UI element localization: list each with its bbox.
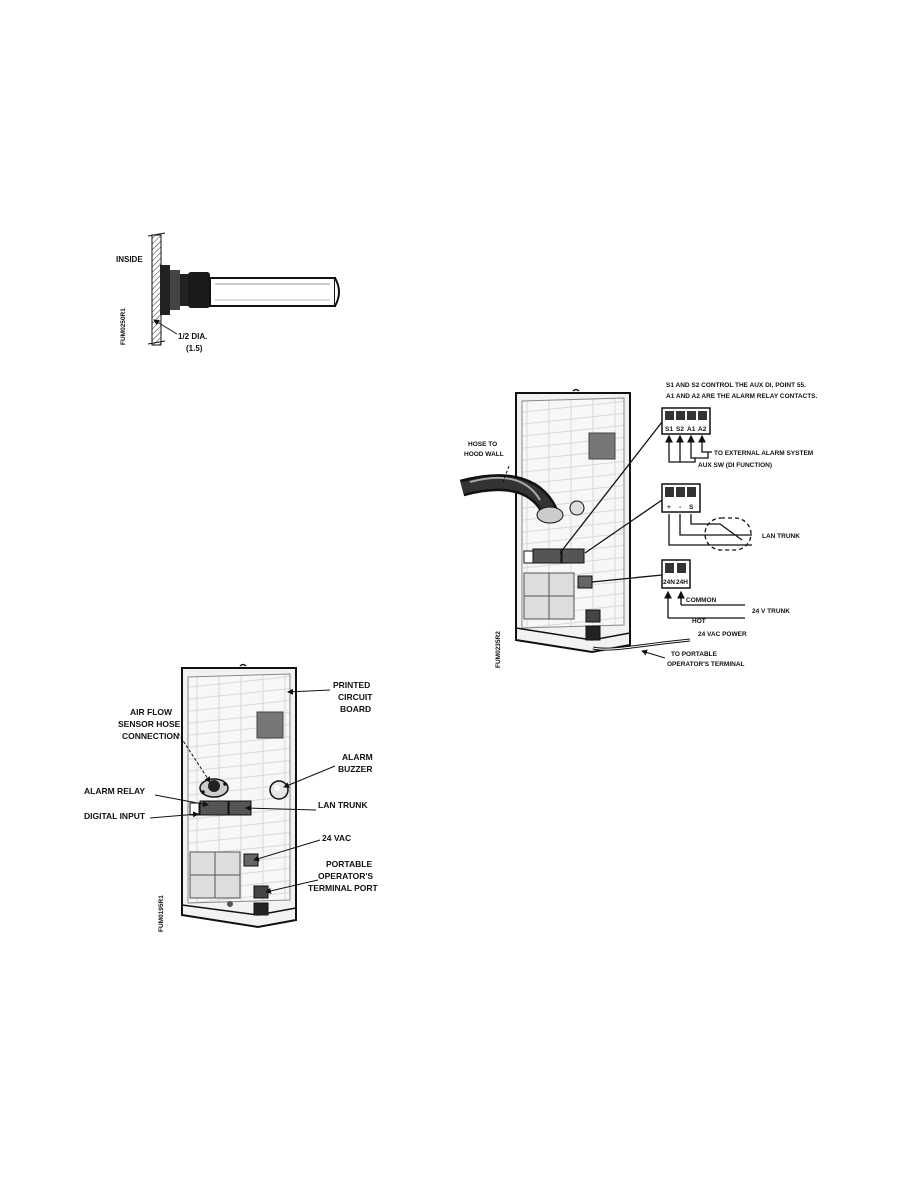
digital-input-label: DIGITAL INPUT bbox=[84, 811, 146, 821]
lan-plus: + bbox=[667, 504, 671, 511]
note-2: A1 AND A2 ARE THE ALARM RELAY CONTACTS. bbox=[666, 393, 818, 400]
hose-coupling bbox=[188, 272, 210, 308]
buzzer-label-1: ALARM bbox=[342, 752, 373, 762]
hose-label-1: HOSE TO bbox=[468, 441, 497, 448]
enclosure-figure: AIR FLOW SENSOR HOSE CONNECTION PRINTED … bbox=[84, 663, 379, 932]
diameter-metric-label: (1.5) bbox=[186, 344, 203, 353]
buzzer-label-2: BUZZER bbox=[338, 764, 372, 774]
common-label: COMMON bbox=[686, 597, 717, 604]
pcb-label-2: CIRCUIT bbox=[338, 692, 373, 702]
pcb-label-3: BOARD bbox=[340, 704, 371, 714]
lan-s: S bbox=[689, 504, 694, 511]
wiring-port bbox=[585, 609, 601, 623]
term-a2: A2 bbox=[698, 426, 707, 433]
term-24n: 24N bbox=[663, 579, 675, 586]
vac-connector bbox=[243, 853, 259, 867]
wiring-pcb-chip bbox=[588, 432, 616, 460]
fig1-code: FUM0250R1 bbox=[120, 308, 127, 345]
port-label-1: PORTABLE bbox=[326, 859, 372, 869]
lan-minus: - bbox=[679, 504, 681, 511]
pot-label-1: TO PORTABLE bbox=[671, 651, 718, 658]
hot-label: HOT bbox=[692, 618, 706, 625]
air-flow-label-3: CONNECTION bbox=[122, 731, 179, 741]
hose-label-2: HOOD WALL bbox=[464, 451, 504, 458]
power-terminal-block: 24N 24H bbox=[661, 559, 691, 589]
trunk-24v-label: 24 V TRUNK bbox=[752, 608, 790, 615]
pcb-chip bbox=[256, 711, 284, 739]
term-s2: S2 bbox=[676, 426, 684, 433]
wiring-buzzer bbox=[569, 500, 585, 516]
lan-trunk-label: LAN TRUNK bbox=[318, 800, 368, 810]
relay-terminal-block: S1 S2 A1 A2 bbox=[661, 407, 711, 435]
lan-trunk-wiring-label: LAN TRUNK bbox=[762, 533, 800, 540]
pcb-label-1: PRINTED bbox=[333, 680, 370, 690]
air-flow-label-2: SENSOR HOSE bbox=[118, 719, 181, 729]
wiring-vac-connector bbox=[577, 575, 593, 589]
term-s1: S1 bbox=[665, 426, 673, 433]
fitting-flange bbox=[160, 265, 170, 315]
operator-terminal-port bbox=[253, 885, 269, 899]
wiring-figure: S1 S2 A1 A2 + - S bbox=[459, 382, 818, 668]
term-24h: 24H bbox=[676, 579, 688, 586]
aux-sw-label: AUX SW (DI FUNCTION) bbox=[698, 462, 772, 469]
note-1: S1 AND S2 CONTROL THE AUX DI, POINT 55. bbox=[666, 382, 806, 389]
wall-section bbox=[151, 234, 162, 346]
fig3-code: FUM0235R2 bbox=[495, 631, 502, 668]
lan-terminal-block: + - S bbox=[661, 483, 701, 513]
ext-alarm-label: TO EXTERNAL ALARM SYSTEM bbox=[714, 450, 813, 457]
alarm-relay-label: ALARM RELAY bbox=[84, 786, 145, 796]
term-a1: A1 bbox=[687, 426, 696, 433]
alarm-relay-connector bbox=[199, 800, 229, 816]
vac-power-label: 24 VAC POWER bbox=[698, 631, 747, 638]
inside-label: INSIDE bbox=[116, 255, 143, 264]
wiring-relay-connector bbox=[532, 548, 562, 564]
port-label-2: OPERATOR'S bbox=[318, 871, 373, 881]
tube bbox=[209, 277, 336, 307]
wiring-lan-connector bbox=[561, 548, 585, 564]
vac-label: 24 VAC bbox=[322, 833, 351, 843]
fig2-code: FUM0195R1 bbox=[158, 895, 165, 932]
pot-label-2: OPERATOR'S TERMINAL bbox=[667, 661, 745, 668]
port-label-3: TERMINAL PORT bbox=[308, 883, 379, 893]
air-flow-label-1: AIR FLOW bbox=[130, 707, 173, 717]
diameter-label: 1/2 DIA. bbox=[178, 332, 207, 341]
wall-fitting-figure: INSIDE 1/2 DIA. (1.5) FUM0250R1 bbox=[116, 232, 340, 353]
